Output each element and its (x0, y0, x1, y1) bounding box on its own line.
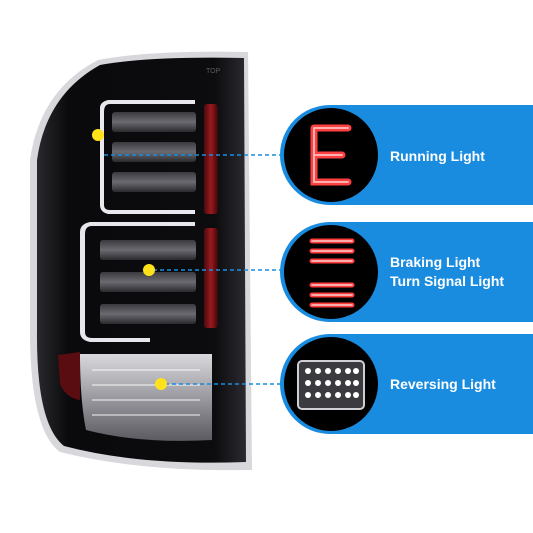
reversing-light-marker (155, 378, 167, 390)
lower-slat-2 (100, 272, 196, 292)
lower-red-reflector (204, 228, 218, 328)
callout-reversing-light-label: Reversing Light (390, 376, 496, 392)
lower-slat-1 (100, 240, 196, 260)
braking-light-thumbnail (284, 225, 378, 319)
upper-slat-3 (112, 172, 196, 192)
upper-slat-1 (112, 112, 196, 132)
lower-slat-3 (100, 304, 196, 324)
reversing-lens-pattern (92, 369, 200, 416)
running-light-thumbnail (284, 108, 378, 202)
lamp-top-marking: TOP (206, 68, 221, 75)
reversing-light-thumbnail (284, 337, 378, 431)
upper-slat-2 (112, 142, 196, 162)
upper-red-reflector (204, 104, 218, 214)
running-light-marker (92, 129, 104, 141)
callout-braking-light-label: Braking Light Turn Signal Light (390, 254, 505, 289)
side-reflector (58, 352, 80, 400)
callout-running-light-label: Running Light (390, 148, 485, 164)
reversing-lens (80, 354, 212, 441)
braking-light-marker (143, 264, 155, 276)
